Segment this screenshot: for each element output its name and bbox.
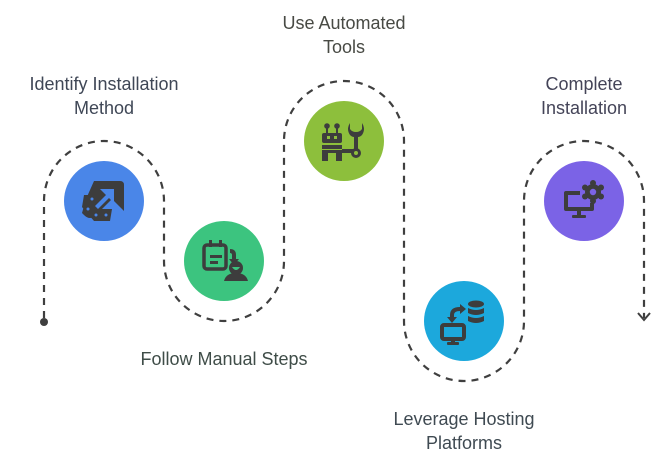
dashed-flow-path — [42, 79, 646, 383]
step-4-label: Leverage Hosting Platforms — [393, 409, 535, 453]
step-5-circle — [544, 161, 624, 241]
edit-arrow-icon — [82, 181, 124, 221]
step-2-label: Follow Manual Steps — [140, 349, 308, 369]
step-3-node — [304, 101, 384, 181]
step-4-node — [424, 281, 504, 361]
robot-wrench-icon — [322, 123, 364, 161]
monitor-gear-icon — [564, 180, 604, 218]
step-1-node — [64, 161, 144, 241]
calendar-user-icon — [202, 240, 248, 281]
step-2-node — [184, 221, 264, 301]
path-end-arrow-icon — [637, 312, 651, 322]
step-1-label: Identify Installation Method — [29, 74, 179, 118]
step-3-label: Use Automated Tools — [282, 13, 406, 57]
step-5-label: Complete Installation — [540, 74, 628, 118]
step-3-circle — [304, 101, 384, 181]
monitor-database-icon — [440, 300, 484, 345]
step-2-circle — [184, 221, 264, 301]
step-5-node — [544, 161, 624, 241]
path-start-dot — [40, 318, 48, 326]
step-4-circle — [424, 281, 504, 361]
